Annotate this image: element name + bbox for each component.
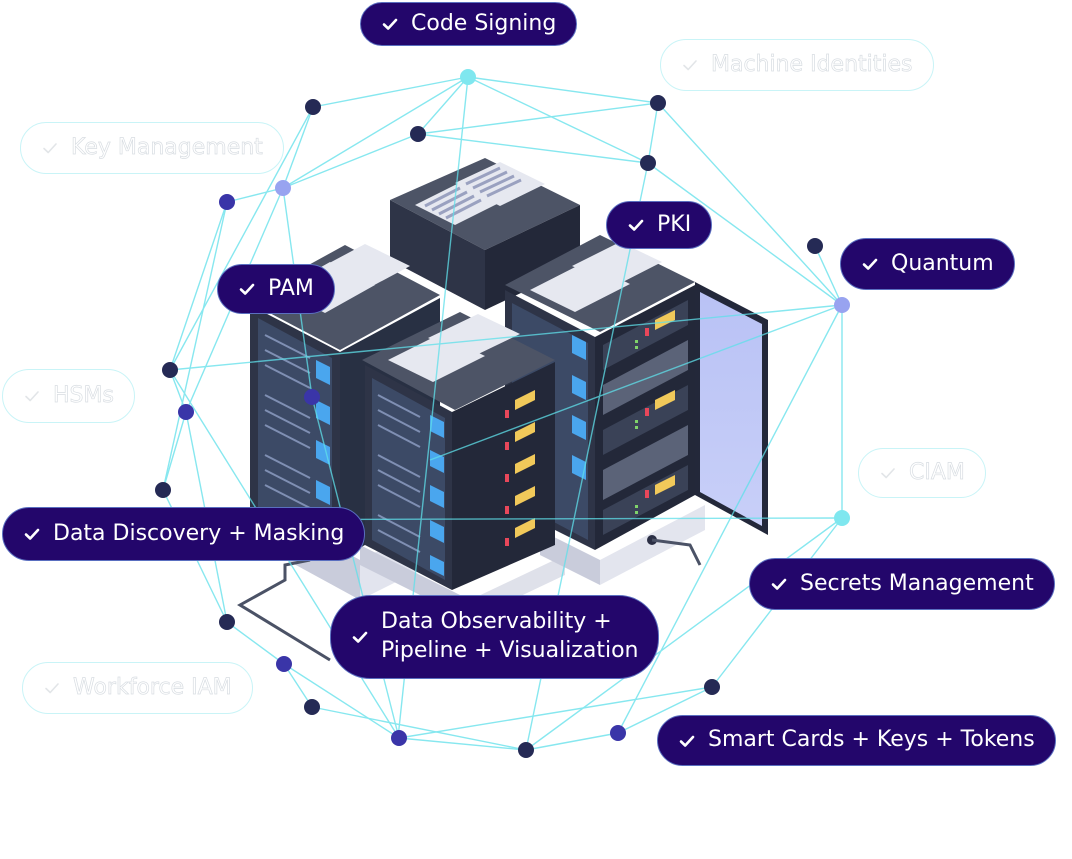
check-icon xyxy=(23,387,41,405)
check-icon xyxy=(41,139,59,157)
label-text: HSMs xyxy=(53,382,115,408)
network-node xyxy=(304,389,320,405)
label-pki[interactable]: PKI xyxy=(606,201,713,249)
network-nodes xyxy=(155,69,850,758)
label-text: Data Observability + Pipeline + Visualiz… xyxy=(381,609,639,663)
network-node xyxy=(219,194,235,210)
network-node xyxy=(518,742,534,758)
label-code-signing[interactable]: Code Signing xyxy=(360,2,578,46)
label-text: Workforce IAM xyxy=(73,674,232,700)
label-text: Secrets Management xyxy=(800,570,1034,596)
label-text: CIAM xyxy=(909,459,966,485)
label-text: PAM xyxy=(268,275,314,301)
check-icon xyxy=(678,732,696,750)
label-hsms[interactable]: HSMs xyxy=(2,369,135,423)
network-node xyxy=(640,155,656,171)
label-key-management[interactable]: Key Management xyxy=(20,122,284,174)
network-node xyxy=(460,69,476,85)
check-icon xyxy=(238,280,256,298)
check-icon xyxy=(43,679,61,697)
network-node xyxy=(305,99,321,115)
label-text: PKI xyxy=(657,211,692,237)
check-icon xyxy=(627,216,645,234)
network-node xyxy=(704,679,720,695)
rack-vent-lines xyxy=(264,334,311,509)
label-pam[interactable]: PAM xyxy=(217,264,335,314)
check-icon xyxy=(770,575,788,593)
label-workforce-iam[interactable]: Workforce IAM xyxy=(22,662,253,714)
label-ciam[interactable]: CIAM xyxy=(858,448,986,498)
label-text: Data Discovery + Masking xyxy=(53,520,345,546)
label-text: Key Management xyxy=(71,134,264,160)
network-node xyxy=(275,180,291,196)
label-smart-cards-keys-tokens[interactable]: Smart Cards + Keys + Tokens xyxy=(657,715,1056,766)
rack-open-door xyxy=(700,292,762,526)
check-icon xyxy=(681,56,699,74)
label-text: Code Signing xyxy=(411,10,557,36)
network-node xyxy=(304,699,320,715)
check-icon xyxy=(351,628,369,646)
network-node xyxy=(834,297,850,313)
network-node xyxy=(155,482,171,498)
network-node xyxy=(219,614,235,630)
server-rack-front xyxy=(362,312,555,590)
check-icon xyxy=(861,255,879,273)
check-icon xyxy=(879,464,897,482)
network-node xyxy=(391,730,407,746)
network-node xyxy=(610,725,626,741)
check-icon xyxy=(23,525,41,543)
label-secrets-management[interactable]: Secrets Management xyxy=(749,558,1055,610)
network-node xyxy=(276,656,292,672)
network-node xyxy=(410,126,426,142)
rack-drive-units xyxy=(603,300,688,535)
label-text: Machine Identities xyxy=(711,51,913,77)
check-icon xyxy=(381,15,399,33)
network-node xyxy=(834,510,850,526)
label-data-observability-pipeline-visualization[interactable]: Data Observability + Pipeline + Visualiz… xyxy=(330,595,660,679)
label-text: Smart Cards + Keys + Tokens xyxy=(708,727,1035,753)
network-node xyxy=(162,362,178,378)
label-machine-identities[interactable]: Machine Identities xyxy=(660,39,934,91)
label-data-discovery-masking[interactable]: Data Discovery + Masking xyxy=(2,507,366,561)
label-text: Quantum xyxy=(891,250,994,276)
network-node xyxy=(807,238,823,254)
network-node xyxy=(178,404,194,420)
label-quantum[interactable]: Quantum xyxy=(840,238,1015,290)
network-node xyxy=(650,95,666,111)
